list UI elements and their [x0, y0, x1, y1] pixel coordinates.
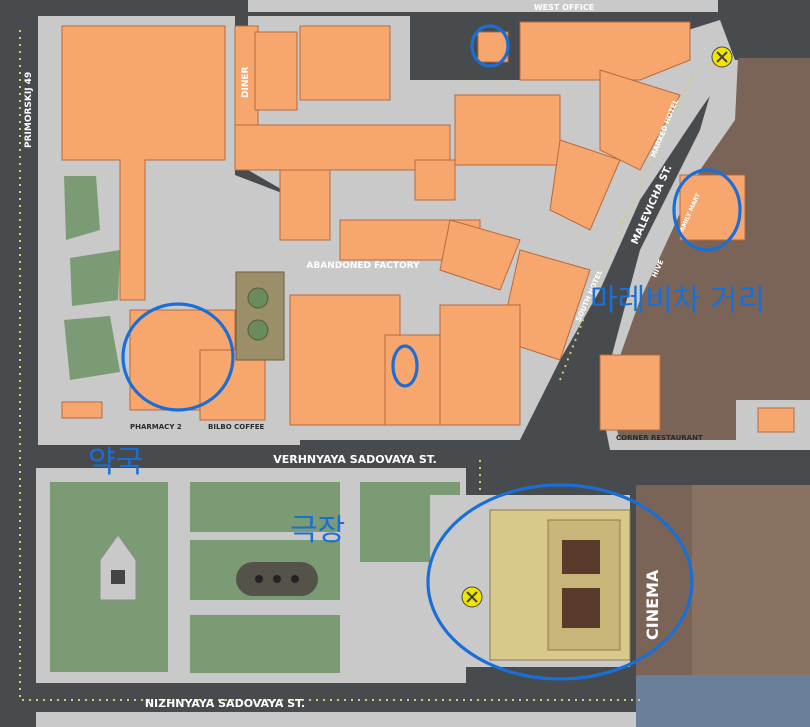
annotation-market-street-text: 마레비차 거리 [590, 283, 765, 318]
building-hotel-wing [549, 139, 621, 231]
courtyard-green [235, 271, 285, 361]
building-factory-west [279, 169, 331, 241]
label-west-office: WEST OFFICE [534, 3, 594, 12]
fountain-dot-icon [291, 575, 299, 583]
building-west-office [519, 21, 691, 81]
building-primorskij [61, 25, 226, 301]
annotation-pharmacy-text: 약국 [88, 445, 143, 480]
annotation-family-mart-circle [672, 168, 742, 252]
annotation-theater-text: 극장 [290, 513, 345, 548]
building-marked-hotel [599, 69, 681, 171]
theater-seats-lower [562, 588, 600, 628]
cinema-plaza [636, 675, 810, 727]
park-lawn-north [190, 482, 340, 532]
building-corner-kiosk [757, 407, 795, 433]
fountain-dot-icon [273, 575, 281, 583]
theater-hall [547, 519, 621, 651]
label-verhnyaya: VERHNYAYA SADOVAYA ST. [273, 453, 437, 466]
label-corner-restaurant: CORNER RESTAURANT [616, 434, 703, 442]
label-nizhnyaya: NIZHNYAYA SADOVAYA ST. [145, 697, 305, 710]
monument-base-icon [111, 570, 125, 584]
garden-shape [70, 250, 120, 306]
garden-shape [64, 316, 120, 380]
courtyard-fountain-icon [247, 319, 269, 341]
building-north [299, 25, 391, 101]
garden-shape [64, 176, 100, 240]
building-kiosk [61, 401, 103, 419]
building-factory-east [414, 159, 456, 201]
exit-x-icon[interactable] [711, 46, 733, 68]
building-factory-southeast [439, 219, 521, 291]
building-southeast [439, 304, 521, 426]
cinema-annex [692, 485, 810, 675]
theater-seats-upper [562, 540, 600, 574]
building-corner-restaurant [599, 354, 661, 431]
building-west-office-annex [477, 31, 509, 63]
park-lawn-south [190, 615, 340, 673]
label-primorskij: PRIMORSKIJ 49 [24, 72, 34, 148]
courtyard-north [420, 30, 470, 70]
label-cinema: CINEMA [643, 569, 662, 640]
monument [99, 534, 137, 601]
fountain-dot-icon [255, 575, 263, 583]
label-pharmacy: PHARMACY 2 [130, 423, 182, 431]
annotation-pharmacy-circle [121, 302, 235, 412]
label-bilbo: BILBO COFFEE [208, 423, 265, 431]
north-sidewalk [248, 0, 718, 12]
route-path [19, 30, 721, 701]
annotation-west-office-circle [470, 24, 510, 68]
south-sidewalk [36, 712, 636, 727]
annotation-theater-circle [426, 483, 694, 681]
label-abandoned-factory: ABANDONED FACTORY [306, 261, 420, 271]
exit-x-icon[interactable] [461, 586, 483, 608]
label-diner: DINER [241, 67, 251, 98]
building-marked-block [454, 94, 561, 166]
annotation-small-circle [391, 344, 419, 388]
building-diner-annex [254, 31, 298, 111]
building-central-south [289, 294, 401, 426]
courtyard-fountain-icon [247, 287, 269, 309]
